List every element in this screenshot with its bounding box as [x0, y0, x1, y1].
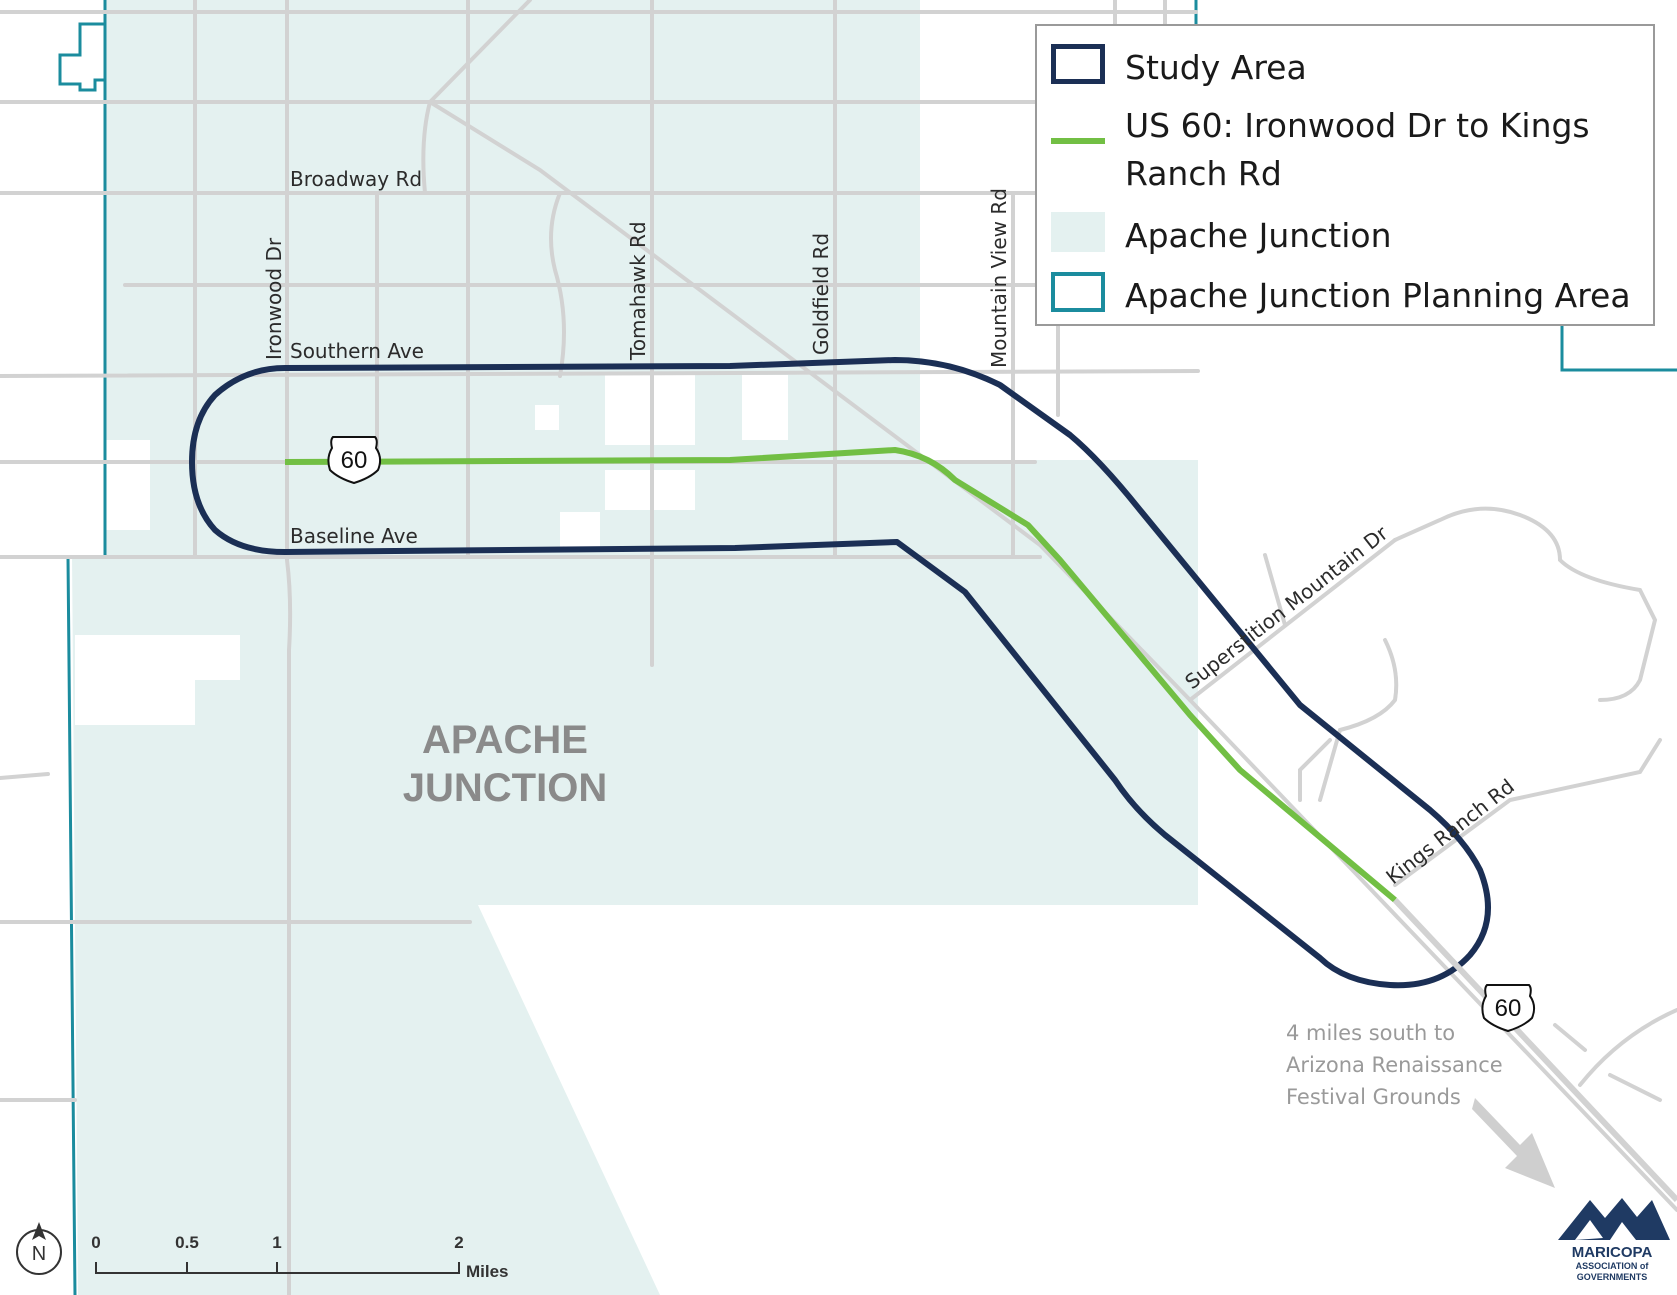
us60-shield-west-number: 60 — [341, 447, 368, 474]
us60-shield-west: 60 — [327, 436, 382, 485]
apache-junction-area — [72, 0, 1198, 1295]
superstition-mountain-dr-label: Superstition Mountain Dr — [1180, 520, 1393, 693]
legend-label-apache-junction: Apache Junction — [1125, 216, 1392, 255]
scale-bar: 0 0.5 1 2 Miles — [91, 1233, 508, 1281]
north-arrow: N — [16, 1222, 62, 1275]
note-line3: Festival Grounds — [1286, 1085, 1461, 1109]
study-area-outline — [189, 357, 1491, 989]
legend-label-planning-area: Apache Junction Planning Area — [1125, 276, 1631, 315]
baseline-ave-label: Baseline Ave — [290, 524, 418, 548]
scale-tick-2: 2 — [454, 1233, 463, 1252]
southern-ave-label: Southern Ave — [290, 339, 424, 363]
study-area-swatch — [1051, 44, 1105, 84]
scale-unit: Miles — [466, 1262, 509, 1281]
apache-junction-swatch — [1051, 212, 1105, 252]
note-line1: 4 miles south to — [1286, 1021, 1455, 1045]
south-arrow — [1472, 1098, 1555, 1188]
legend-item-apache-junction: Apache Junction — [1051, 212, 1645, 260]
goldfield-rd-label: Goldfield Rd — [809, 233, 833, 355]
legend-label-us60: US 60: Ironwood Dr to Kings Ranch Rd — [1125, 106, 1590, 193]
city-label-line1: APACHE — [422, 718, 588, 762]
mountain-view-rd-label: Mountain View Rd — [987, 188, 1011, 368]
scale-tick-1: 1 — [272, 1233, 281, 1252]
kings-ranch-rd-label: Kings Ranch Rd — [1381, 774, 1519, 889]
legend-item-us60: US 60: Ironwood Dr to Kings Ranch Rd — [1051, 102, 1645, 198]
map-legend: Study Area US 60: Ironwood Dr to Kings R… — [1035, 24, 1655, 326]
broadway-rd-label: Broadway Rd — [290, 167, 422, 191]
us60-swatch — [1051, 102, 1105, 144]
tomahawk-rd-label: Tomahawk Rd — [626, 221, 650, 361]
us60-south-extension — [1392, 897, 1677, 1203]
logo-line3: GOVERNMENTS — [1577, 1272, 1648, 1282]
legend-item-planning-area: Apache Junction Planning Area — [1051, 272, 1645, 320]
legend-label-study-area: Study Area — [1125, 48, 1307, 87]
note-line2: Arizona Renaissance — [1286, 1053, 1503, 1077]
us60-shield-east-number: 60 — [1495, 995, 1522, 1022]
us60-corridor — [284, 447, 1397, 903]
mag-logo: MARICOPA ASSOCIATION of GOVERNMENTS — [1558, 1198, 1670, 1282]
ironwood-dr-label: Ironwood Dr — [262, 237, 286, 360]
scale-tick-0: 0 — [91, 1233, 100, 1252]
legend-item-study-area: Study Area — [1051, 44, 1645, 92]
city-label-line2: JUNCTION — [403, 766, 607, 810]
scale-tick-0-5: 0.5 — [175, 1233, 199, 1252]
north-arrow-label: N — [32, 1243, 46, 1265]
planning-area-swatch — [1051, 272, 1105, 312]
logo-line2: ASSOCIATION of — [1576, 1261, 1650, 1271]
logo-line1: MARICOPA — [1572, 1244, 1653, 1261]
us60-shield-east: 60 — [1481, 984, 1536, 1033]
